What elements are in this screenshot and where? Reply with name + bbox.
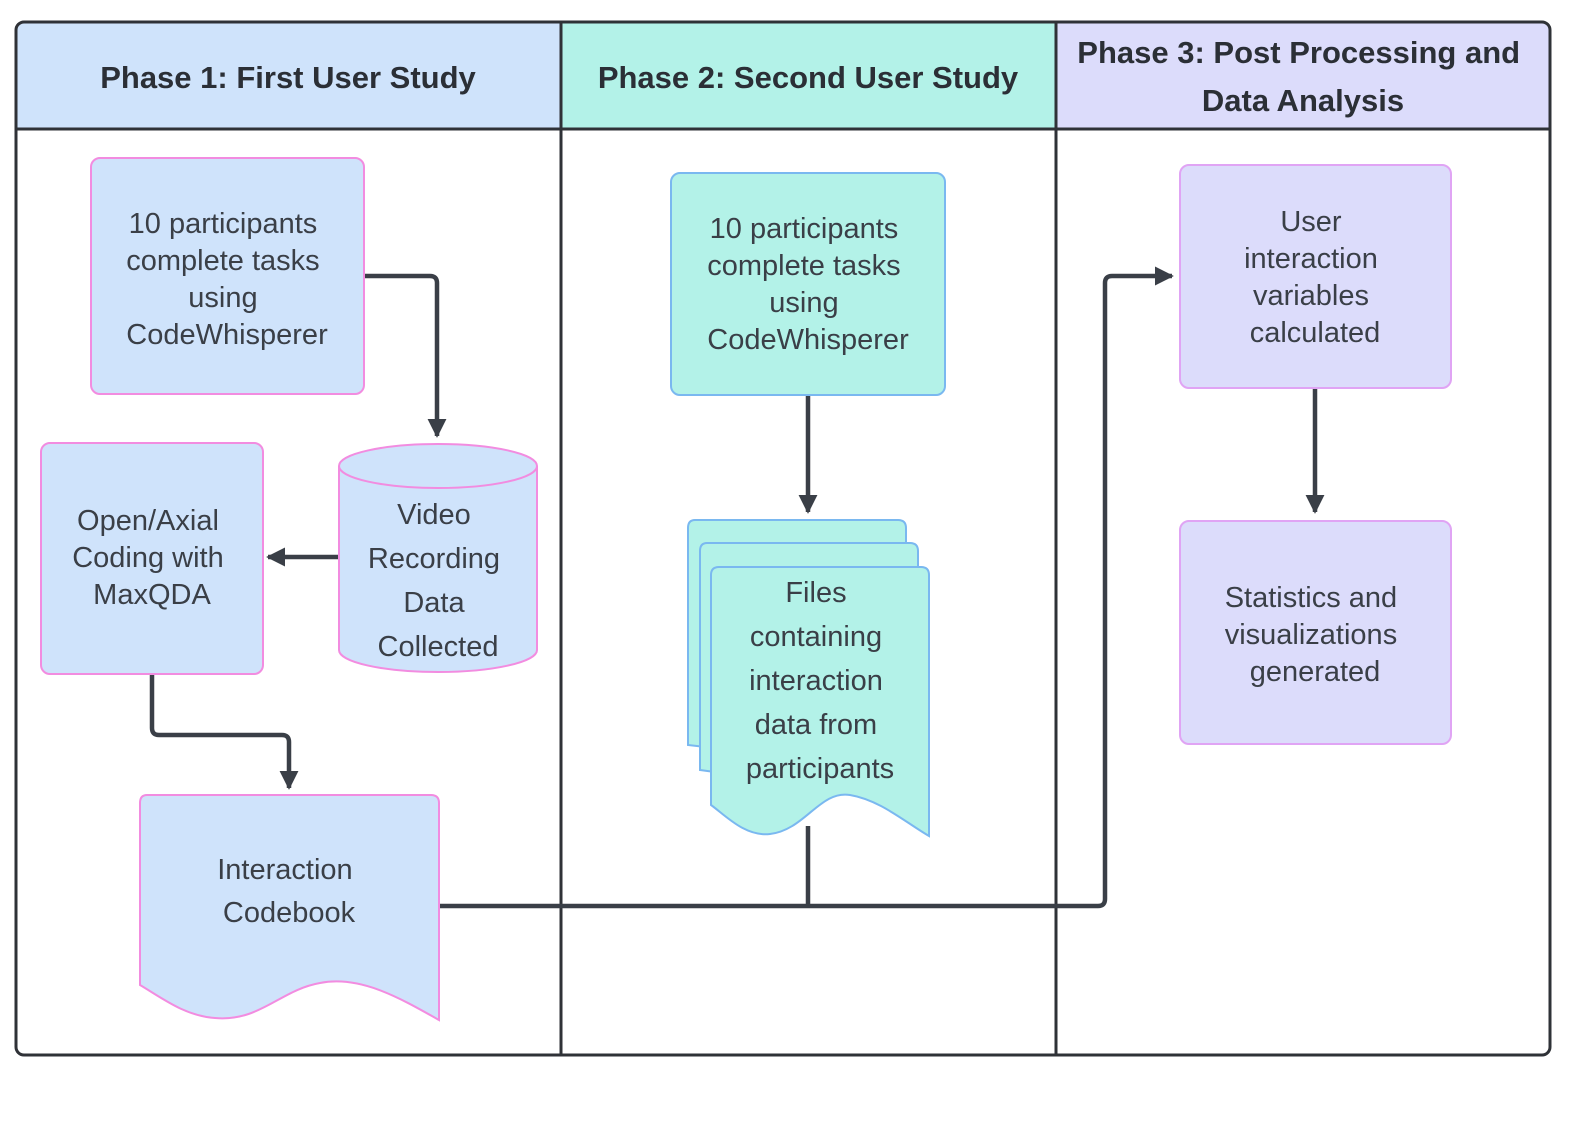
node-p3-stats: Statistics and visualizations generated — [1179, 520, 1452, 745]
lane-title-phase2: Phase 2: Second User Study — [598, 60, 1019, 95]
svg-text:User interaction v: User interaction variables calculated — [1244, 206, 1386, 349]
lane-title-phase1: Phase 1: First User Study — [100, 60, 476, 95]
diagram-frame — [14, 20, 1552, 1057]
svg-text:Open/Axial Coding with: Open/Axial Coding with MaxQDA — [72, 505, 232, 611]
edge-p1participants-to-video — [364, 273, 447, 438]
node-p1-video-cylinder: Video Recording Data Collected — [338, 443, 538, 673]
node-p1-codebook-document: Interaction Codebook — [139, 794, 440, 1022]
node-p2-participants: 10 participants complete tasks using Cod… — [670, 172, 946, 396]
node-p1-participants: 10 participants complete tasks using Cod… — [90, 157, 365, 395]
lane-title-phase3: Phase 3: Post Processing and Data Analys… — [1077, 35, 1528, 118]
svg-text:10 participants complete: 10 participants complete tasks using Cod… — [707, 213, 909, 356]
edge-codebook-to-variables — [439, 266, 1174, 909]
svg-text:10 participants complete: 10 participants complete tasks using Cod… — [126, 208, 328, 351]
edge-coding-to-codebook — [149, 674, 299, 790]
svg-text:Video Recording Da: Video Recording Data Collected — [368, 499, 508, 663]
node-p1-coding: Open/Axial Coding with MaxQDA — [40, 442, 264, 675]
node-p2-files-multidocument: Files containing interaction data from p… — [687, 519, 930, 838]
svg-text:Statistics and visualiza: Statistics and visualizations generated — [1225, 582, 1406, 688]
svg-text:Interaction Codebook: Interaction Codebook — [217, 854, 360, 929]
lane-header-phase1 — [16, 22, 561, 129]
lane-header-phase3 — [1056, 22, 1550, 129]
lane-header-phase2 — [561, 22, 1056, 129]
node-p3-variables: User interaction variables calculated — [1179, 164, 1452, 389]
svg-text:Files containing i: Files containing interaction data from p… — [746, 577, 894, 785]
